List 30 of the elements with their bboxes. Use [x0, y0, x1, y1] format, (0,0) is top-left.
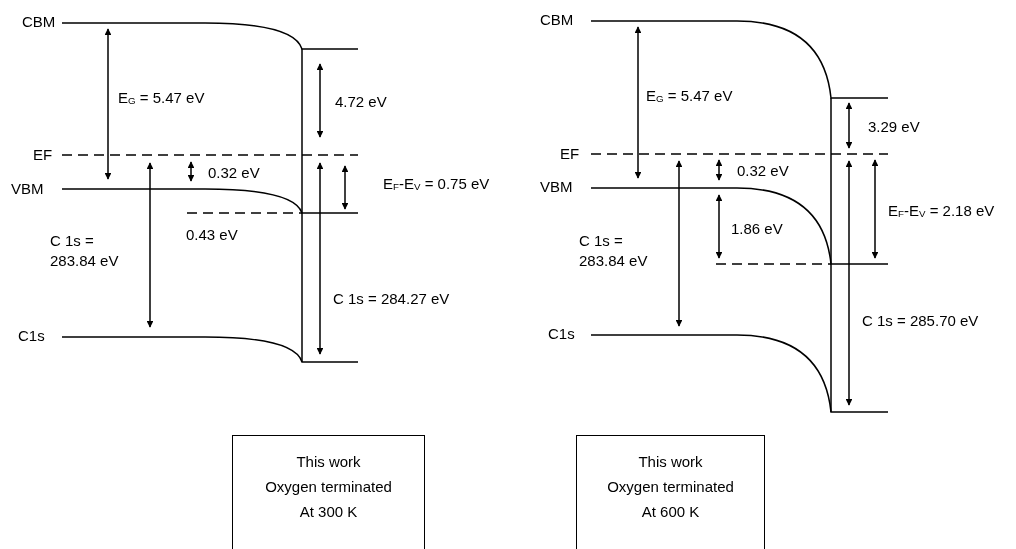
energy-label: 0.43 eV	[186, 225, 238, 245]
caption-box	[576, 435, 765, 549]
energy-label: E$_{F}$-E$_{V}$ = 0.75 eV	[383, 174, 490, 195]
energy-label: 3.29 eV	[868, 117, 920, 137]
caption-text: This work	[637, 452, 704, 472]
energy-label: CBM	[22, 12, 56, 32]
energy-label: VBM	[11, 179, 44, 199]
energy-label: C1s	[548, 324, 575, 344]
energy-label: C 1s = 283.84 eV	[579, 231, 649, 272]
energy-label: EF	[560, 144, 580, 164]
energy-label: C 1s = 284.27 eV	[333, 289, 450, 309]
energy-label: C 1s = 285.70 eV	[862, 311, 979, 331]
energy-label: EF	[33, 145, 53, 165]
energy-label: E$_{G}$ = 5.47 eV	[646, 86, 733, 107]
caption-text: Oxygen terminated	[606, 477, 735, 497]
energy-label: VBM	[540, 177, 573, 197]
caption-text: This work	[295, 452, 362, 472]
energy-label: E$_{F}$-E$_{V}$ = 2.18 eV	[888, 201, 995, 222]
energy-label: 0.32 eV	[737, 161, 789, 181]
caption-text: At 600 K	[640, 502, 701, 522]
caption-text: At 300 K	[298, 502, 359, 522]
energy-label: CBM	[540, 10, 574, 30]
caption-box	[232, 435, 425, 549]
energy-label: E$_{G}$ = 5.47 eV	[118, 88, 205, 109]
energy-label: 4.72 eV	[335, 92, 387, 112]
energy-label: C 1s = 283.84 eV	[50, 231, 120, 272]
energy-label: C1s	[18, 326, 45, 346]
energy-label: 0.32 eV	[208, 163, 260, 183]
caption-text: Oxygen terminated	[264, 477, 393, 497]
energy-label: 1.86 eV	[731, 219, 783, 239]
